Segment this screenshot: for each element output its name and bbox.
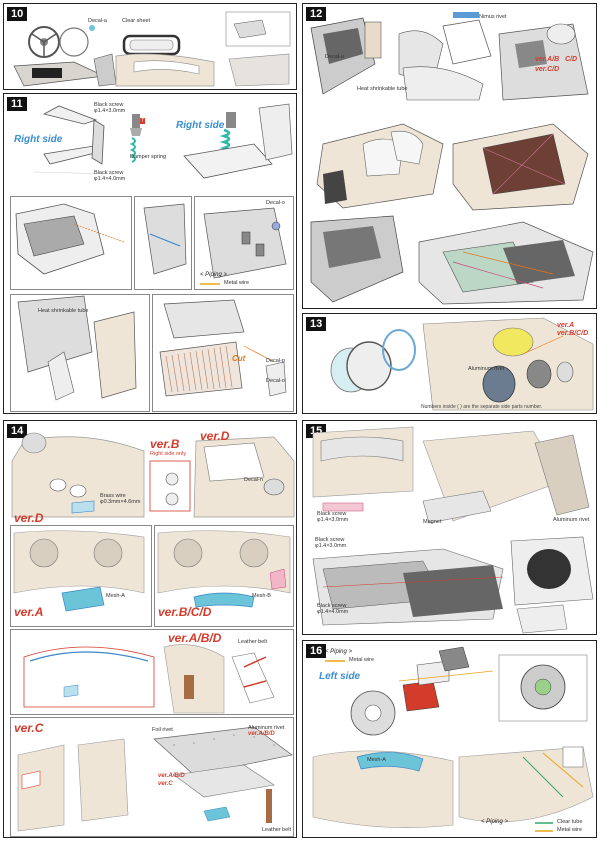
decal-label: Decal-o: [266, 200, 285, 206]
step-16-panel: 16 < Piping > Metal wire Left side Mesh-…: [302, 640, 597, 838]
mesh-a-label: Mesh-A: [106, 593, 125, 599]
aluminum-rivet-label: Aluminum rivet: [553, 517, 590, 523]
version-label: ver.A/B/D: [158, 773, 185, 779]
undertray-illustration: [312, 746, 594, 828]
leather-belt-label: Leather belt: [238, 639, 268, 645]
damper-spring-label: Damper spring: [130, 154, 167, 160]
roof-panel-illustration: [17, 726, 293, 832]
step-number: 12: [306, 7, 327, 21]
left-side-label: Left side: [319, 671, 361, 682]
version-label: ver.C/D: [535, 66, 560, 73]
version-label: ver.B/C/D: [557, 330, 589, 337]
clear-sheet-label: Clear sheet: [122, 18, 151, 24]
steering-wheel-illustration: [13, 11, 291, 87]
version-label: ver.D: [14, 511, 44, 525]
cockpit-assembly-illustration: [316, 123, 589, 211]
version-label: ver.B: [150, 437, 180, 451]
piping-title: < Piping >: [200, 272, 228, 278]
version-label: ver.B/C/D: [158, 605, 212, 619]
front-hood-illustration: [312, 426, 590, 524]
heat-shrink-label: Heat shrinkable tube: [38, 308, 89, 314]
headlight-illustration: [330, 317, 594, 411]
foil-rivet-label: Foil rivet: [152, 727, 173, 733]
brake-disc-illustration: [350, 646, 588, 736]
metal-wire-label: Metal wire: [557, 827, 583, 833]
nimus-rivet-label: Nimus rivet: [479, 14, 507, 20]
metal-wire-legend: [325, 660, 345, 662]
version-label: ver.A/B/D: [168, 631, 222, 645]
black-screw-label: Black screw: [94, 102, 124, 108]
version-label: ver.A: [557, 322, 575, 329]
piping-title: < Piping >: [325, 649, 353, 655]
version-label: ver.A: [14, 605, 44, 619]
version-label: ver.C: [14, 721, 44, 735]
brass-wire-label: Brass wire: [100, 493, 126, 499]
screw-size-label: φ1.4×4.0mm: [317, 609, 349, 615]
interior-top-illustration: [310, 12, 589, 101]
roof-frame-illustration: [23, 644, 275, 714]
clear-tube-label: Clear tube: [557, 819, 583, 825]
step-number: 14: [7, 424, 28, 438]
step-number: 16: [306, 644, 327, 658]
nose-mesh-illustration: [13, 530, 291, 612]
aluminum-rivet-label: Aluminum rivet: [468, 366, 505, 372]
suspension-arms-illustration: [33, 103, 293, 179]
heat-shrink-label: Heat shrinkable tube: [357, 86, 408, 92]
decal-n-label: Decal-n: [244, 477, 263, 483]
step-number: 11: [7, 97, 27, 111]
version-label: ver.A/B/D: [248, 731, 275, 737]
aluminum-rivet-label: Aluminum rivet: [248, 725, 285, 731]
decal-u-label: Decal-u: [325, 54, 344, 60]
metal-wire-label: Metal wire: [349, 657, 375, 663]
metal-wire-legend: [200, 283, 220, 285]
decal-p-label: Decal-p: [266, 358, 285, 364]
body-front-illustration: [11, 432, 295, 518]
decal-a-label: Decal-a: [88, 18, 107, 24]
metal-wire-label: Metal wire: [224, 280, 250, 286]
step-10-panel: 10 Decal-a Clear sheet: [3, 3, 297, 90]
step-number: 10: [7, 7, 28, 21]
mesh-a-label: Mesh-A: [367, 757, 386, 763]
step-11-panel: 11 Right side Right side Black screw φ1.…: [3, 93, 297, 414]
mesh-b-label: Mesh-B: [252, 593, 271, 599]
version-label: ver.A/B: [535, 56, 560, 63]
step-number: 13: [306, 317, 327, 331]
step-13-panel: 13 Aluminum rivet ver.A ver.B/C/D Number…: [302, 313, 597, 414]
screw-size-label: φ1.4×4.0mm: [94, 176, 126, 182]
screw-size-label: φ1.4×3.0mm: [94, 108, 126, 114]
black-screw-label: Black screw: [317, 603, 347, 609]
cut-label: Cut: [232, 354, 246, 363]
version-label: ver.D: [200, 429, 230, 443]
version-subtitle: Right side only: [150, 451, 187, 457]
chassis-detail-illustration: [15, 203, 287, 279]
clear-tube-legend: [535, 822, 553, 824]
metal-wire-legend: [535, 830, 553, 832]
black-screw-label: Black screw: [94, 170, 124, 176]
right-side-label: Right side: [176, 120, 225, 131]
black-screw-label: Black screw: [315, 537, 345, 543]
decal-o-label: Decal-o: [266, 378, 285, 384]
radiator-illustration: [17, 295, 287, 401]
part-badge: 7: [140, 118, 145, 124]
screw-size-label: φ1.4×3.0mm: [315, 543, 347, 549]
black-screw-label: Black screw: [317, 511, 347, 517]
step-12-panel: 12 Nimus rivet Decal-u Heat shrinkable t…: [302, 3, 597, 309]
engine-bay-illustration: [310, 215, 594, 305]
magnet-label: Magnet: [423, 519, 442, 525]
leather-belt-label: Leather belt: [262, 827, 292, 833]
step-15-panel: 15 Black screw φ1.4×3.0mm Magnet Aluminu…: [302, 420, 597, 635]
piping-title: < Piping >: [481, 819, 509, 825]
right-side-label: Right side: [14, 134, 63, 145]
parts-number-note: Numbers inside ( ) are the separate side…: [421, 404, 543, 410]
screw-size-label: φ1.4×3.0mm: [317, 517, 349, 523]
chassis-body-illustration: [312, 536, 594, 634]
version-label: ver.C: [158, 781, 173, 787]
version-label: C/D: [565, 56, 578, 63]
brass-size-label: φ0.3mm×4.6mm: [100, 499, 141, 505]
step-14-panel: 14 ver.B Right side only ver.D ver.D Bra…: [3, 420, 297, 838]
